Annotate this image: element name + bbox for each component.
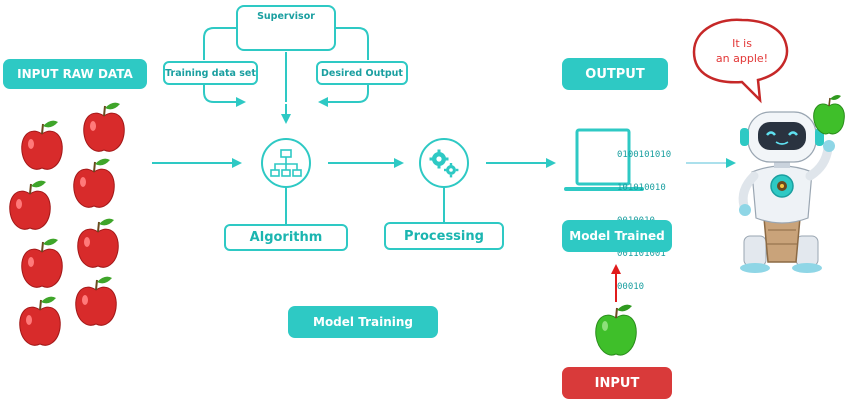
training-data-set-box: Training data set <box>163 61 258 85</box>
model-trained-label: Model Trained <box>562 220 672 252</box>
supervisor-loop <box>203 27 369 103</box>
processing-label: Processing <box>384 222 504 250</box>
model-training-label: Model Training <box>288 306 438 338</box>
speech-text: It is an apple! <box>700 36 784 66</box>
output-label: OUTPUT <box>562 58 668 90</box>
algorithm-label: Algorithm <box>224 224 348 251</box>
flowchart-icon <box>270 149 302 177</box>
speech-line-1: It is <box>732 37 752 50</box>
binary-line: 101010010 <box>617 183 666 193</box>
supervisor-box: Supervisor <box>236 5 336 51</box>
input-label: INPUT <box>562 367 672 399</box>
desired-output-label: Desired Output <box>321 67 403 79</box>
input-raw-data-label: INPUT RAW DATA <box>3 59 147 89</box>
gears-icon <box>429 149 459 178</box>
binary-line: 001101001 <box>617 249 666 259</box>
supervisor-label: Supervisor <box>257 11 315 22</box>
binary-line: 0100101010 <box>617 150 672 160</box>
speech-line-2: an apple! <box>715 52 769 65</box>
desired-output-box: Desired Output <box>316 61 408 85</box>
training-data-set-label: Training data set <box>165 67 256 79</box>
laptop-icon <box>564 128 644 191</box>
binary-line: 00010 <box>617 282 645 292</box>
